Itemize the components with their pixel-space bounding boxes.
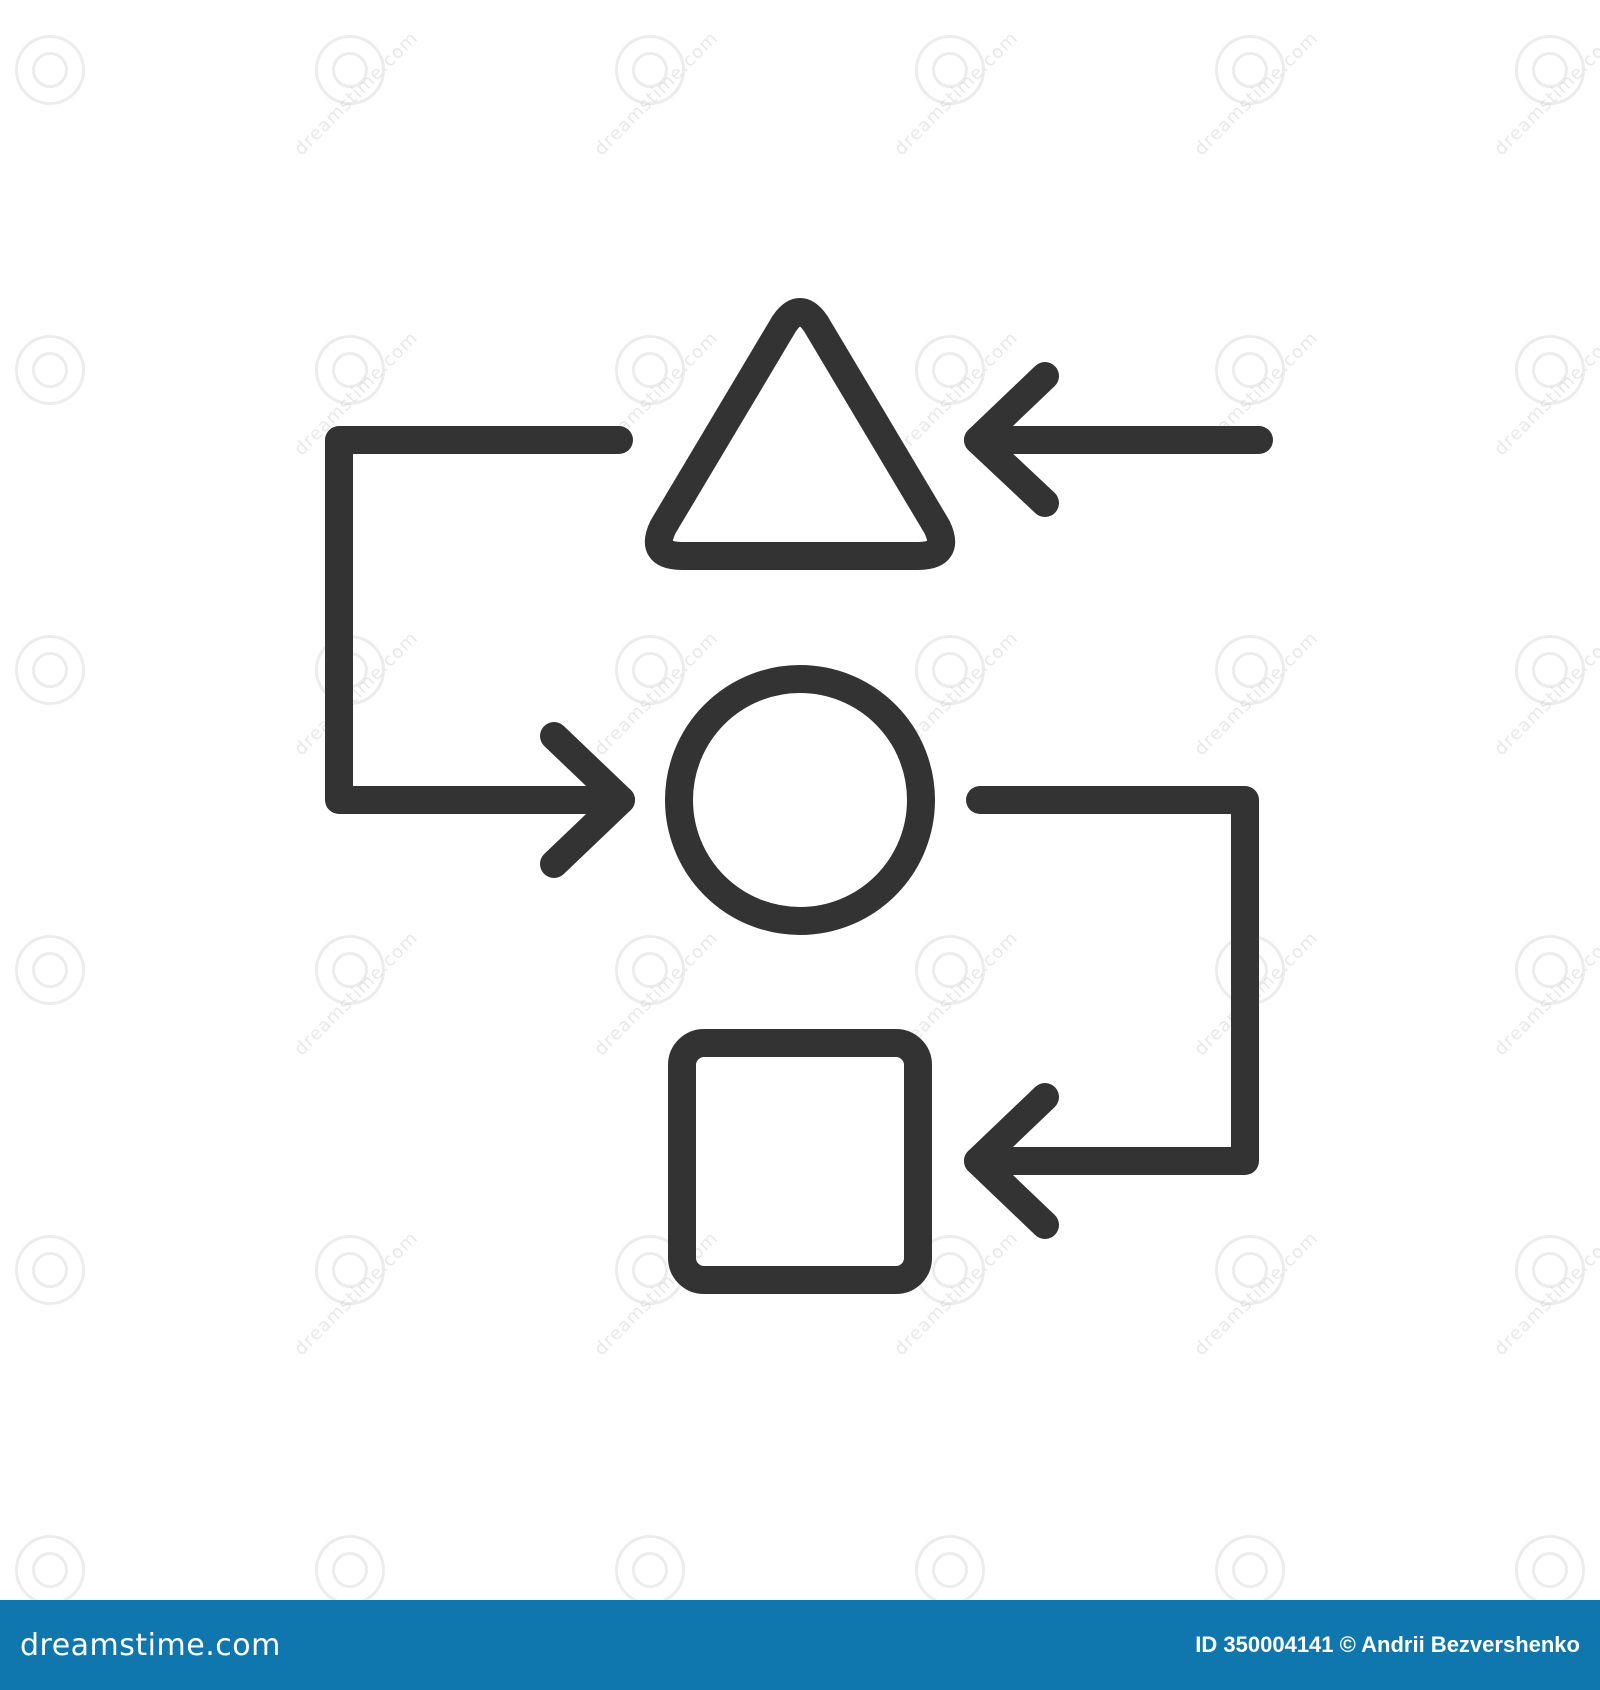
arrow-left-into-triangle <box>964 362 1273 517</box>
image-credit: ID 350004141 © Andrii Bezvershenko <box>1195 1632 1580 1657</box>
triangle-icon <box>644 298 956 570</box>
square-icon <box>668 1029 932 1294</box>
workflow-shapes-icon <box>325 298 1273 1294</box>
circle-icon <box>665 665 935 935</box>
arrow-circle-to-square <box>964 786 1259 1239</box>
arrow-triangle-to-circle <box>325 426 635 878</box>
dreamstime-logo[interactable]: dreamstime.com <box>20 1627 281 1663</box>
footer-bar: dreamstime.com ID 350004141 © Andrii Bez… <box>0 1600 1600 1690</box>
